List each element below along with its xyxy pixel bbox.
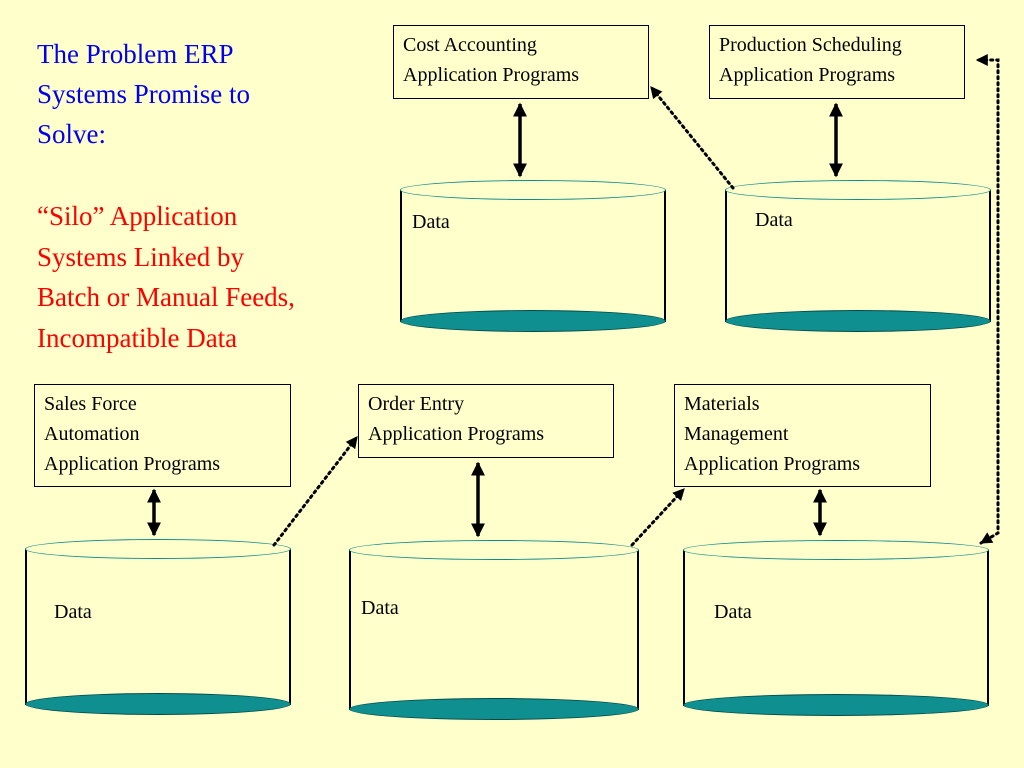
title-line: The Problem ERP xyxy=(37,39,234,69)
box-label-line: Order Entry xyxy=(368,393,465,415)
box-label-line: Cost Accounting xyxy=(403,34,537,56)
feed-order-data-to-materials xyxy=(630,487,686,547)
order-entry-app-box: Order Entry Application Programs xyxy=(358,384,614,458)
data-label: Data xyxy=(54,601,92,623)
box-label-line: Application Programs xyxy=(368,423,545,445)
order-entry-data-cylinder: Data xyxy=(349,540,639,720)
box-label-line: Application Programs xyxy=(684,453,861,475)
sales-force-automation-app-box: Sales Force Automation Application Progr… xyxy=(34,384,291,487)
slide-subtitle: “Silo” Application Systems Linked by Bat… xyxy=(37,196,377,358)
subtitle-line: Incompatible Data xyxy=(37,322,238,353)
subtitle-line: “Silo” Application xyxy=(37,201,238,231)
box-label-line: Application Programs xyxy=(403,64,580,86)
subtitle-line: Batch or Manual Feeds, xyxy=(37,282,295,312)
production-scheduling-data-cylinder: Data xyxy=(725,180,991,332)
box-label-line: Application Programs xyxy=(719,64,896,86)
box-label-line: Application Programs xyxy=(44,453,221,475)
data-label: Data xyxy=(714,601,752,623)
cylinder-top xyxy=(725,180,991,200)
cost-accounting-data-cylinder: Data xyxy=(400,180,666,332)
cylinder-top xyxy=(349,540,639,560)
cylinder-base xyxy=(683,694,989,716)
box-label-line: Management xyxy=(684,423,789,445)
sales-force-data-cylinder: Data xyxy=(25,539,291,715)
cylinder-top xyxy=(400,180,666,200)
cylinder-top xyxy=(25,539,291,559)
production-scheduling-app-box: Production Scheduling Application Progra… xyxy=(709,25,965,99)
data-label: Data xyxy=(361,597,399,619)
data-label: Data xyxy=(412,211,450,233)
cylinder-top xyxy=(683,540,989,560)
materials-management-data-cylinder: Data xyxy=(683,540,989,716)
cost-accounting-app-box: Cost Accounting Application Programs xyxy=(393,25,649,99)
data-label: Data xyxy=(755,209,793,231)
cylinder-base xyxy=(349,698,639,720)
box-label-line: Automation xyxy=(44,423,140,445)
cylinder-base xyxy=(725,310,991,332)
subtitle-line: Systems Linked by xyxy=(37,241,244,272)
title-line: Solve: xyxy=(37,119,107,149)
box-label-line: Production Scheduling xyxy=(719,34,902,56)
feed-production-data-to-cost-accounting xyxy=(649,85,735,190)
slide-title: The Problem ERP Systems Promise to Solve… xyxy=(37,34,377,154)
title-line: Systems Promise to xyxy=(37,79,251,109)
cylinder-base xyxy=(400,310,666,332)
box-label-line: Materials xyxy=(684,393,760,415)
box-label-line: Sales Force xyxy=(44,393,137,415)
materials-management-app-box: Materials Management Application Program… xyxy=(674,384,931,487)
cylinder-base xyxy=(25,693,291,715)
